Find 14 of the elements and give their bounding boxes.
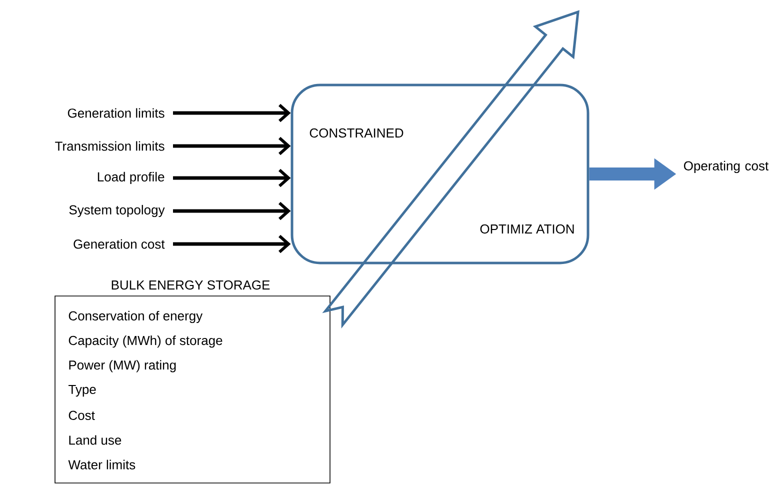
- node-label: BULK ENERGY STORAGE: [112, 280, 270, 290]
- input-label: Load profile: [98, 172, 164, 184]
- input-label: Generation cost: [74, 239, 165, 249]
- arrow: [173, 136, 291, 156]
- optimization-box: CONSTRAINED OPTIMIZ ATION: [290, 84, 590, 264]
- input-label: Transmission limits: [55, 141, 164, 151]
- arrow: [173, 168, 291, 188]
- input-label: Generation limits: [68, 108, 164, 118]
- input-label: System topology: [69, 204, 165, 218]
- arrow: [173, 104, 291, 122]
- arrow: [173, 202, 291, 220]
- output-label: Operating cost: [684, 160, 769, 174]
- storage-box: BULK ENERGY STORAGE Conservation of energy Capacity (MWh) of storage Power (MW) rating Type Cost Land use Water limits: [54, 280, 330, 484]
- arrow: [173, 234, 291, 254]
